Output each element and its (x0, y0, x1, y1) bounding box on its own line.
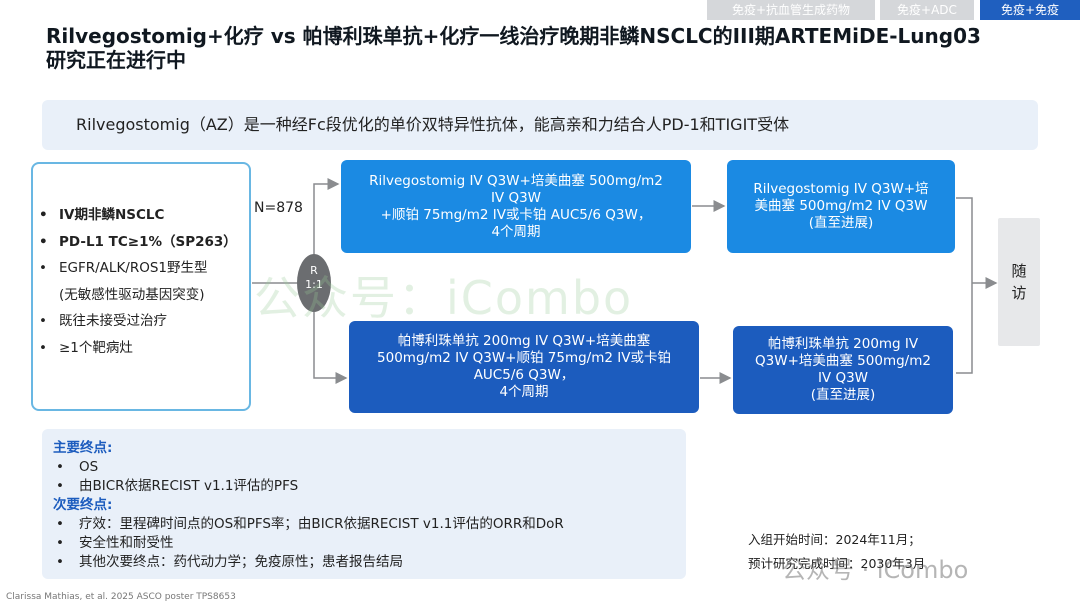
arm1-induction-line: IV Q3W (490, 189, 542, 206)
arm2-induction-line: 500mg/m2 IV Q3W+顺铂 75mg/m2 IV或卡铂 (377, 350, 671, 366)
study-completion-date: 预计研究完成时间：2030年3月 (748, 556, 926, 571)
randomization-ratio: 1:1 (305, 278, 323, 291)
arm2-maintenance-box: 帕博利珠单抗 200mg IV Q3W+培美曲塞 500mg/m2 IV Q3W… (733, 326, 953, 414)
criterion-pdl1: PD-L1 TC≥1%（SP263） (39, 229, 249, 256)
criterion-wildtype: EGFR/ALK/ROS1野生型 (39, 255, 249, 282)
arm1-induction-line: +顺铂 75mg/m2 IV或卡铂 AUC5/6 Q3W， (380, 206, 652, 223)
sample-size-label: N=878 (254, 200, 303, 216)
arm1-maintenance-line: 美曲塞 500mg/m2 IV Q3W (754, 198, 928, 214)
arm2-induction-line: AUC5/6 Q3W， (473, 367, 575, 383)
primary-endpoint-header: 主要终点: (53, 440, 113, 456)
enrollment-start-date: 入组开始时间：2024年11月； (748, 532, 921, 547)
study-dates: 入组开始时间：2024年11月； 预计研究完成时间：2030年3月 (748, 528, 925, 576)
drug-description: Rilvegostomig（AZ）是一种经Fc段优化的单价双特异性抗体，能高亲和… (42, 100, 1038, 150)
secondary-endpoint-item: 疗效：里程碑时间点的OS和PFS率；由BICR依据RECIST v1.1评估的O… (53, 515, 686, 534)
arm1-maintenance-line: (直至进展) (808, 215, 874, 231)
watermark-corner: 公众号 · iCombo (782, 556, 969, 584)
slide-title: Rilvegostomig+化疗 vs 帕博利珠单抗+化疗一线治疗晚期非鳞NSC… (46, 24, 1046, 72)
tab-immuno-antiangiogenic[interactable]: 免疫+抗血管生成药物 (707, 0, 875, 20)
follow-up-char: 随 (1011, 262, 1027, 280)
arm1-maintenance-box: Rilvegostomig IV Q3W+培 美曲塞 500mg/m2 IV Q… (727, 160, 955, 253)
arm1-induction-line: Rilvegostomig IV Q3W+培美曲塞 500mg/m2 (369, 172, 663, 189)
follow-up-box: 随 访 (998, 218, 1040, 346)
randomization-oval: R 1:1 (297, 254, 331, 312)
primary-endpoint-item: 由BICR依据RECIST v1.1评估的PFS (53, 477, 686, 496)
arm2-induction-line: 4个周期 (499, 384, 549, 400)
follow-up-char: 访 (1011, 284, 1027, 302)
tab-immuno-immuno[interactable]: 免疫+免疫 (980, 0, 1080, 20)
inclusion-criteria: IV期非鳞NSCLC PD-L1 TC≥1%（SP263） EGFR/ALK/R… (31, 162, 251, 411)
arm1-induction-line: 4个周期 (491, 223, 541, 240)
slide-title-line1: Rilvegostomig+化疗 vs 帕博利珠单抗+化疗一线治疗晚期非鳞NSC… (46, 24, 981, 48)
arm1-induction-box: Rilvegostomig IV Q3W+培美曲塞 500mg/m2 IV Q3… (341, 160, 691, 253)
slide-title-line2: 研究正在进行中 (46, 48, 186, 72)
criterion-stage: IV期非鳞NSCLC (39, 202, 249, 229)
criterion-target-lesion: ≥1个靶病灶 (39, 335, 249, 362)
arm2-maintenance-line: (直至进展) (810, 387, 876, 403)
arm1-maintenance-line: Rilvegostomig IV Q3W+培 (753, 181, 929, 197)
criterion-wildtype-note: (无敏感性驱动基因突变) (59, 286, 205, 303)
criterion-untreated: 既往未接受过治疗 (39, 308, 249, 335)
watermark-text: 公众号：iCombo (254, 271, 634, 325)
randomization-r: R (310, 264, 318, 277)
primary-endpoint-item: OS (53, 458, 686, 477)
secondary-endpoint-item: 安全性和耐受性 (53, 534, 686, 553)
arm2-maintenance-line: 帕博利珠单抗 200mg IV (767, 336, 919, 352)
secondary-endpoint-item: 其他次要终点：药代动力学；免疫原性；患者报告结局 (53, 553, 686, 572)
arm2-induction-line: 帕博利珠单抗 200mg IV Q3W+培美曲塞 (397, 333, 651, 349)
arm2-induction-box: 帕博利珠单抗 200mg IV Q3W+培美曲塞 500mg/m2 IV Q3W… (349, 321, 699, 413)
secondary-endpoint-header: 次要终点: (53, 497, 113, 513)
endpoints-panel: 主要终点: OS 由BICR依据RECIST v1.1评估的PFS 次要终点: … (42, 429, 686, 579)
reference-footnote: Clarissa Mathias, et al. 2025 ASCO poste… (6, 592, 236, 602)
arm2-maintenance-line: IV Q3W (817, 370, 869, 386)
arm2-maintenance-line: Q3W+培美曲塞 500mg/m2 (755, 353, 931, 369)
tab-immuno-adc[interactable]: 免疫+ADC (880, 0, 974, 20)
